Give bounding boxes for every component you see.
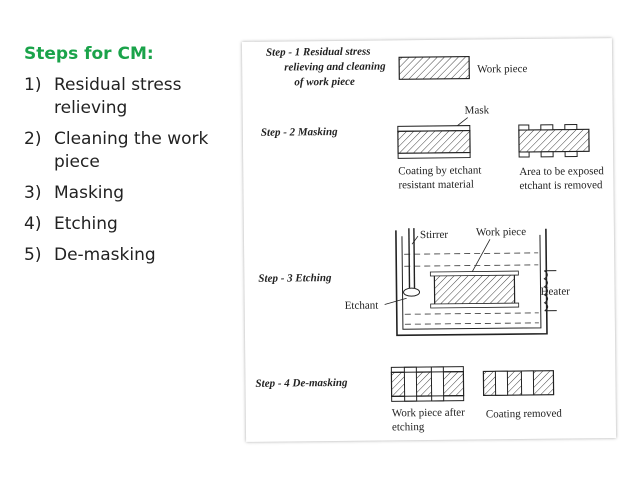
step2-workpiece (397, 129, 471, 154)
coating-label-line1: Coating by etchant (398, 164, 481, 177)
step3-label: Step - 3 Etching (258, 272, 332, 285)
step-item: 1) Residual stress relieving (24, 74, 239, 120)
etching-workpiece (433, 272, 516, 307)
mask-label: Mask (465, 104, 490, 116)
stirrer-label: Stirrer (420, 229, 449, 241)
step-number: 5) (24, 245, 42, 265)
exposed-label-line2: etchant is removed (519, 179, 603, 192)
etchant-label: Etchant (345, 300, 379, 312)
step-item: 3) Masking (24, 182, 239, 205)
final-workpiece (482, 370, 555, 397)
step2-label: Step - 2 Masking (261, 126, 338, 139)
step1-label-line1: Step - 1 Residual stress (266, 46, 371, 59)
heater-coil (543, 270, 549, 312)
step-number: 3) (24, 183, 42, 203)
step-text: Etching (54, 214, 118, 234)
step-text: Residual stress relieving (54, 75, 182, 118)
exposed-workpiece (518, 128, 590, 153)
step1-label-line3: of work piece (294, 76, 355, 89)
step1-label-line2: relieving and cleaning (284, 60, 386, 73)
coating-label-line2: resistant material (398, 179, 474, 192)
process-diagram: Step - 1 Residual stress relieving and c… (255, 46, 604, 434)
etchant-liquid (404, 252, 539, 255)
mask-bottom (397, 152, 471, 159)
heater-label: Heater (540, 286, 570, 298)
step1-workpiece-label: Work piece (477, 63, 527, 76)
coating-removed-label: Coating removed (486, 408, 563, 421)
step-item: 2) Cleaning the work piece (24, 128, 239, 174)
exposed-label-line1: Area to be exposed (519, 165, 604, 178)
step-text: De-masking (54, 245, 156, 265)
stirrer (408, 228, 411, 289)
steps-title: Steps for CM: (24, 44, 154, 64)
step-number: 4) (24, 214, 42, 234)
step-text: Masking (54, 183, 125, 203)
step-item: 4) Etching (24, 213, 239, 236)
etched-workpiece (390, 371, 465, 398)
step-number: 1) (24, 75, 42, 95)
step-text: Cleaning the work piece (54, 129, 209, 172)
step4-label: Step - 4 De-masking (255, 377, 348, 390)
after-label-line1: Work piece after (392, 407, 465, 420)
step-item: 5) De-masking (24, 244, 239, 267)
steps-list: Steps for CM: 1) Residual stress relievi… (24, 44, 239, 275)
step1-workpiece (398, 55, 470, 80)
chemical-machining-figure: Step - 1 Residual stress relieving and c… (241, 38, 617, 442)
step-number: 2) (24, 129, 42, 149)
after-label-line2: etching (392, 421, 425, 433)
workpiece-label: Work piece (476, 226, 526, 239)
